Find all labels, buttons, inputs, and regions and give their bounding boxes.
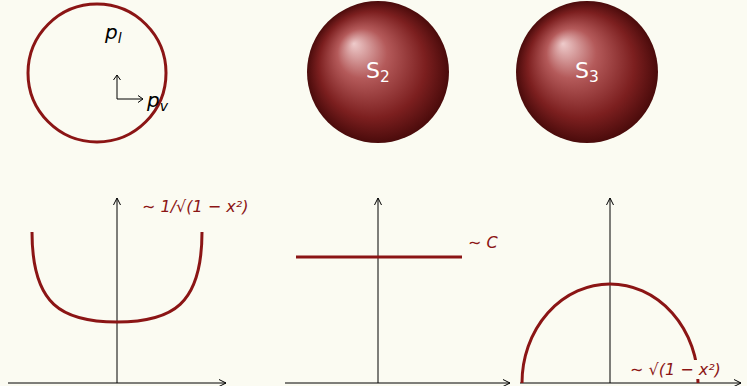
axes — [8, 198, 741, 383]
phase-circle: pl pv — [25, 1, 169, 145]
formula-label: ∼ 1/√(1 − x²) — [140, 197, 250, 216]
formula-label: ∼ C — [466, 233, 500, 252]
formula-label: ∼ √(1 − x²) — [628, 360, 723, 379]
density-curve — [32, 232, 202, 322]
sphere-node: S2 — [306, 0, 450, 144]
sphere-label: S2 — [366, 59, 390, 86]
momentum-label: pl — [105, 21, 122, 46]
density-curve — [296, 256, 462, 259]
sphere-node: S3 — [515, 0, 659, 144]
sphere-label: S3 — [575, 59, 599, 86]
momentum-label: pv — [147, 89, 168, 114]
phase-circle — [25, 1, 169, 145]
